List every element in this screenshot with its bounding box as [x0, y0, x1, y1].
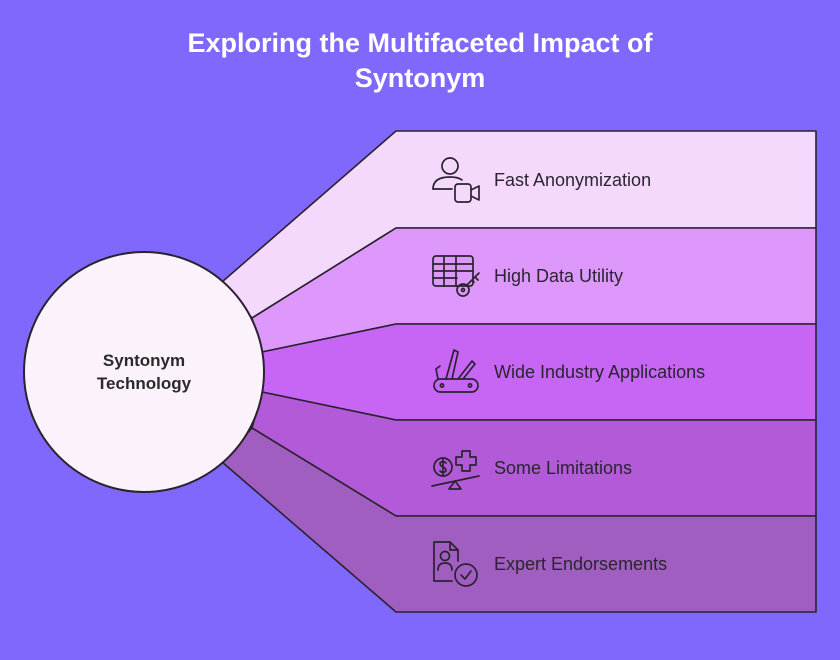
item-label-fast-anonymization: Fast Anonymization [494, 170, 652, 190]
diagram-title: Exploring the Multifaceted Impact of Syn… [0, 26, 840, 96]
center-label: Syntonym Technology [44, 349, 244, 395]
table-key-icon [432, 255, 480, 297]
certified-document-icon [433, 541, 478, 587]
center-label-line-2: Technology [96, 374, 192, 393]
item-label-wide-industry-applications: Wide Industry Applications [494, 362, 706, 382]
item-label-some-limitations: Some Limitations [494, 458, 633, 478]
user-video-icon [432, 157, 480, 203]
title-line-2: Syntonym [354, 63, 486, 93]
center-circle [23, 251, 265, 493]
balance-scale-icon [431, 450, 480, 490]
item-label-expert-endorsements: Expert Endorsements [494, 554, 668, 574]
item-label-high-data-utility: High Data Utility [494, 266, 624, 286]
center-label-line-1: Syntonym [102, 351, 186, 370]
multi-tool-icon [433, 349, 479, 393]
title-line-1: Exploring the Multifaceted Impact of [187, 28, 653, 58]
